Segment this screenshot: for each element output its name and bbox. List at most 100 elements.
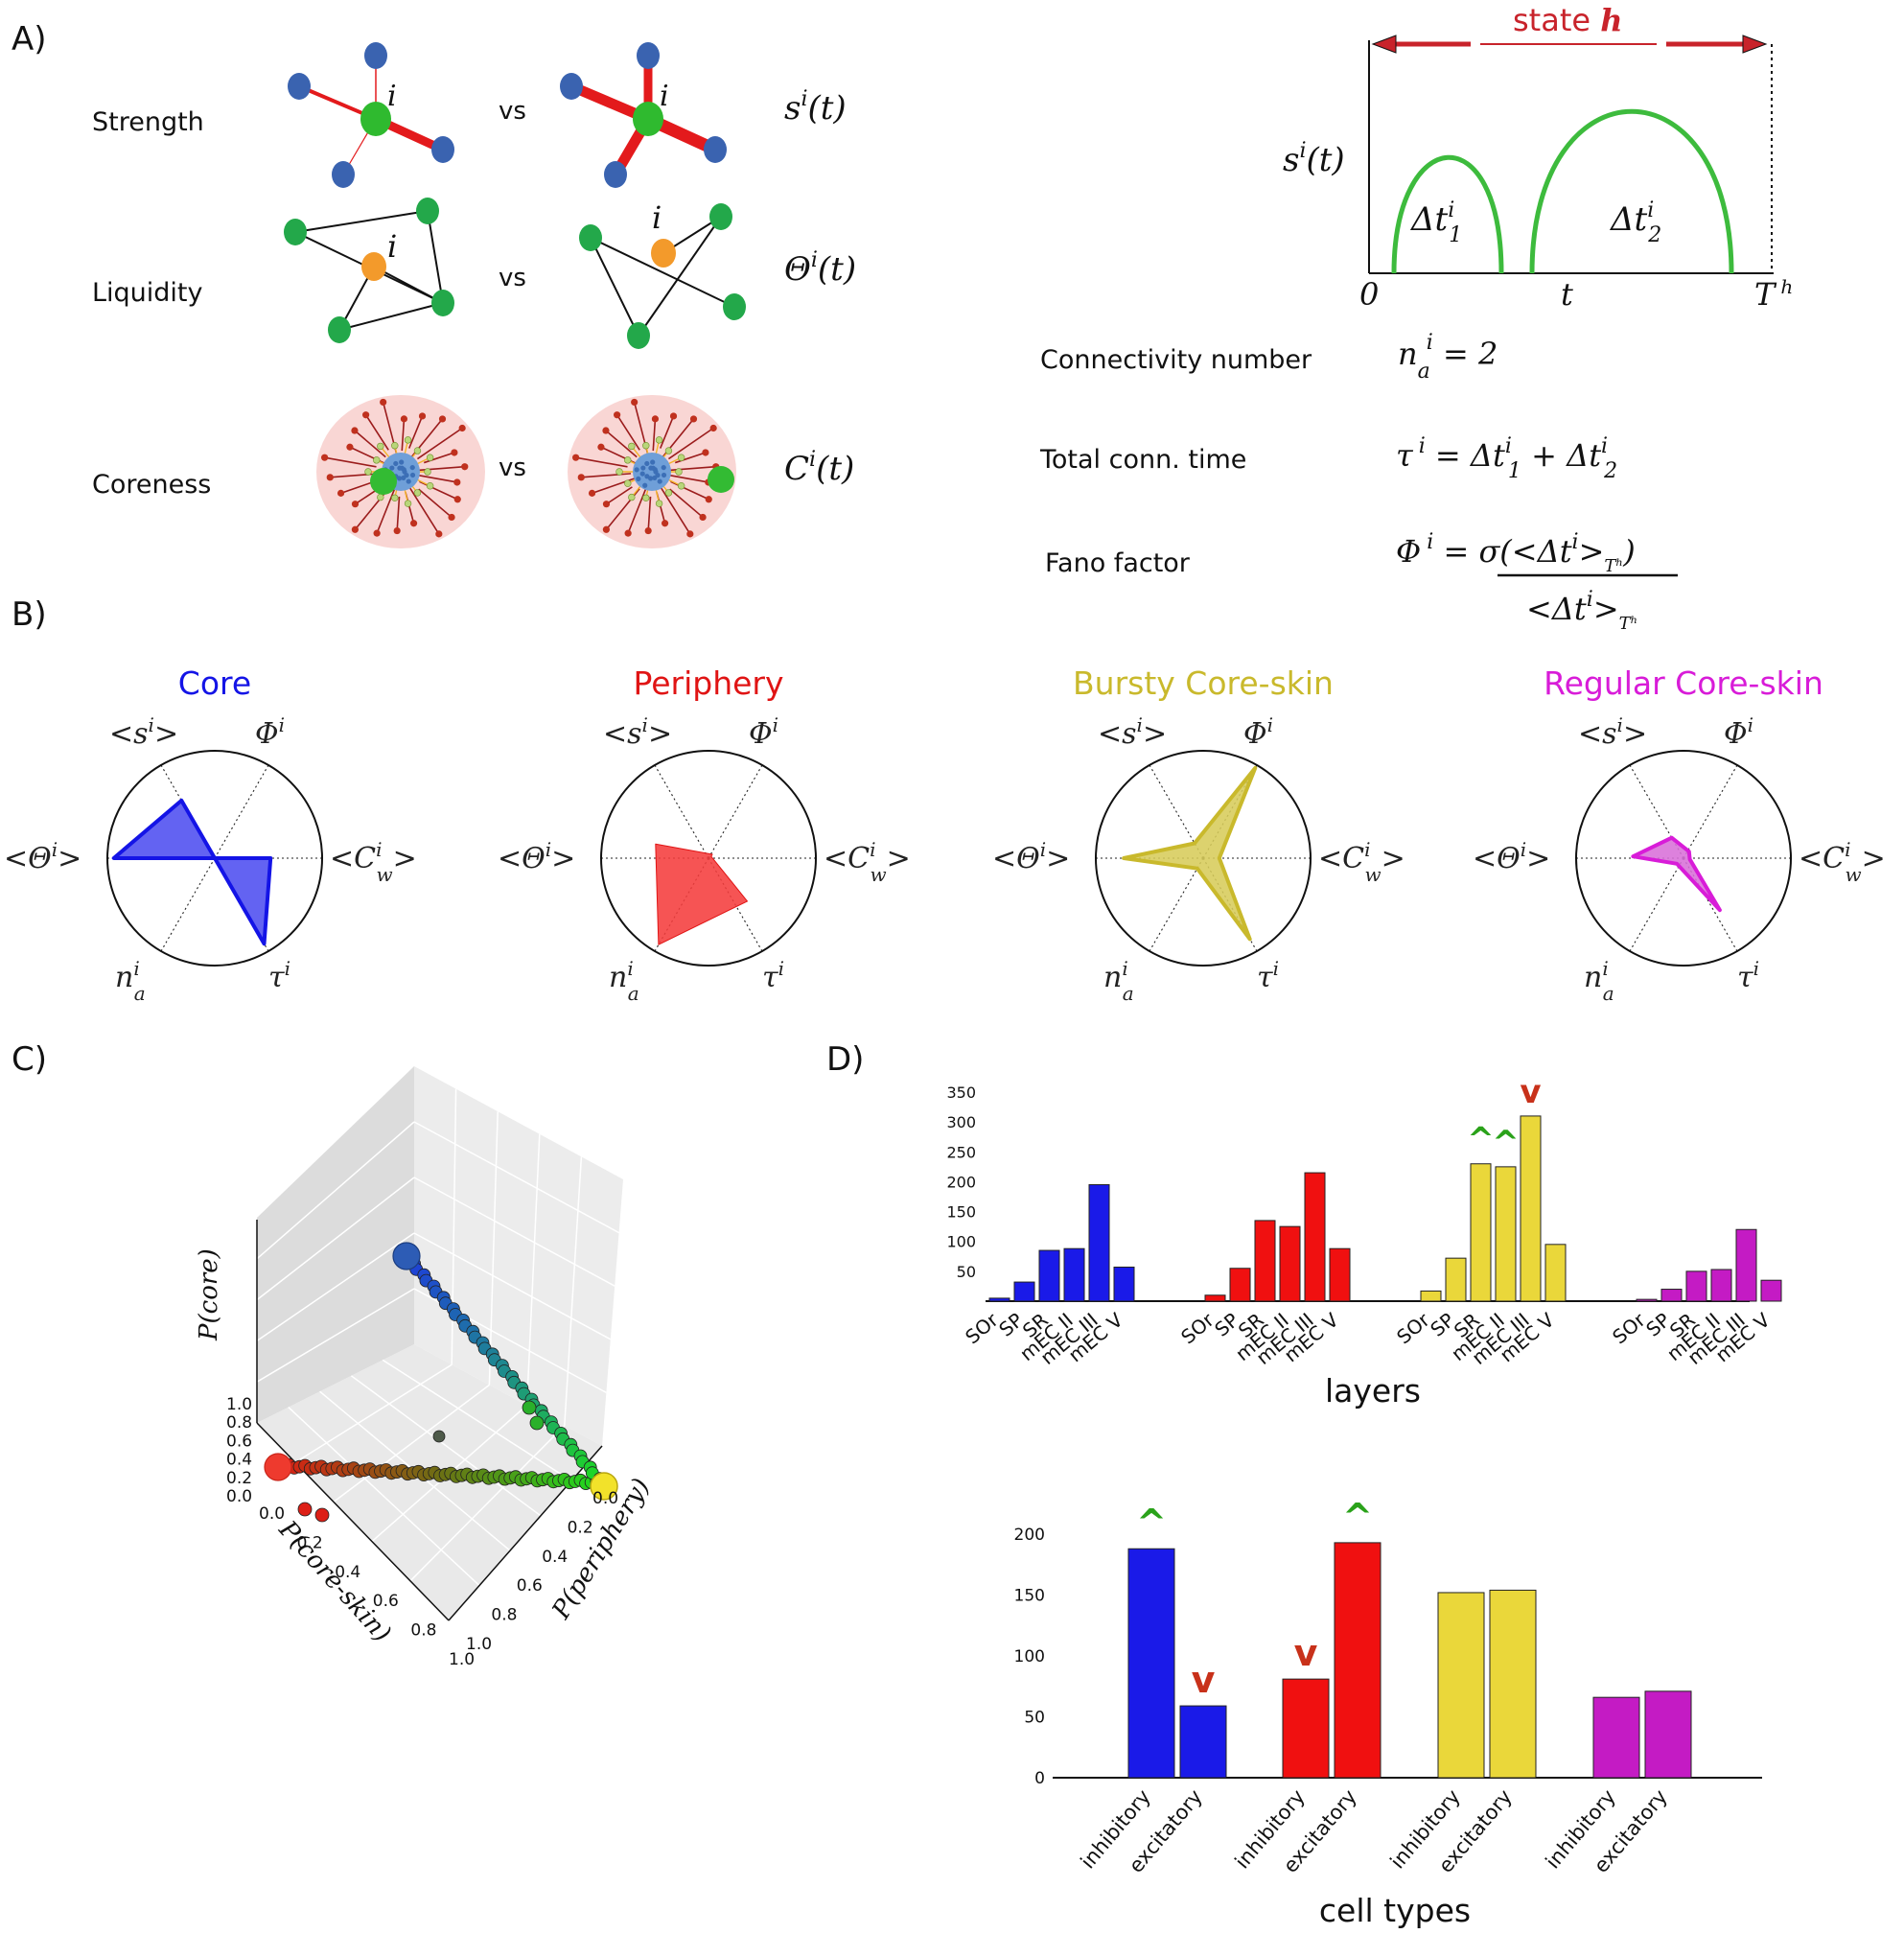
core-skin-node	[664, 447, 673, 454]
periphery-node	[588, 489, 596, 497]
y-tick-label: 0.4	[542, 1548, 568, 1567]
row-label-strength: Strength	[92, 107, 204, 137]
bar	[1544, 1244, 1567, 1302]
core-skin-node	[364, 468, 372, 476]
node-neighbor	[332, 161, 355, 188]
periphery-node	[351, 525, 359, 533]
radar-spoke	[654, 764, 709, 859]
periphery-node	[458, 424, 466, 432]
definition-connectivity-number: Connectivity number	[1040, 345, 1312, 375]
x-tick-label: 0.2	[297, 1533, 323, 1552]
radar-label-strength: <si>	[603, 713, 672, 751]
z-tick-label: 0.2	[226, 1469, 252, 1488]
node-neighbor	[431, 136, 454, 163]
coreness-edge	[376, 487, 396, 534]
node-i-label: i	[387, 80, 397, 113]
node-neighbor	[579, 224, 602, 251]
core-skin-node	[655, 500, 663, 507]
state-title: state h	[1513, 2, 1623, 38]
x-axis-label: cell types	[1319, 1892, 1471, 1929]
node-i	[633, 102, 663, 136]
core-skin-node	[404, 436, 412, 444]
periphery-node	[362, 411, 370, 419]
bar	[1489, 1589, 1537, 1779]
periphery-node	[351, 427, 359, 434]
strength-network-left: i	[288, 42, 454, 188]
grid-line	[564, 1156, 583, 1426]
periphery-node	[577, 474, 585, 481]
periphery-node	[602, 427, 610, 434]
coreness-edge	[417, 474, 457, 483]
core-node	[650, 459, 656, 465]
core-skin-node	[377, 493, 384, 501]
coreness-edge	[660, 486, 691, 535]
core-skin-node	[642, 494, 650, 501]
grid-line	[256, 1177, 415, 1301]
coreness-edge	[581, 473, 632, 478]
grid-line	[288, 1407, 480, 1587]
periphery-node	[461, 463, 469, 471]
core-node	[396, 476, 403, 481]
z-tick-label: 1.0	[226, 1395, 252, 1414]
grid-line	[294, 1363, 453, 1463]
core-node	[661, 464, 666, 471]
panel-c-3d-plot: 0.00.00.00.20.20.20.40.40.40.60.60.60.80…	[195, 1066, 656, 1669]
radar-label-tau: τi	[762, 957, 784, 994]
x-tick-label: 1.0	[449, 1650, 475, 1669]
node-i	[361, 252, 386, 281]
periphery-node	[380, 398, 387, 407]
core-skin-node	[677, 454, 685, 461]
panel-a-rows: Strength Liquidity Coreness vs vs vs si(…	[92, 87, 856, 500]
formula-connectivity-number: nai = 2	[1398, 331, 1498, 384]
panel-label-c: C)	[12, 1040, 47, 1079]
increase-marker: ^	[1342, 1496, 1373, 1538]
core-node	[648, 465, 654, 471]
y-tick-label: 1.0	[466, 1635, 492, 1654]
category-label: SOr	[1392, 1308, 1434, 1348]
bar	[1445, 1257, 1467, 1302]
periphery-node	[572, 454, 580, 461]
radar-spoke	[1683, 764, 1738, 859]
bar	[988, 1297, 1010, 1302]
grid-line	[488, 1111, 499, 1386]
increase-marker: ^	[1467, 1121, 1495, 1159]
core-skin-node	[426, 454, 434, 461]
node-i	[651, 239, 676, 268]
vs-label: vs	[499, 454, 526, 482]
y-tick-label: 0.2	[568, 1518, 593, 1537]
liquidity-symbol: Θi(t)	[784, 248, 856, 289]
radar-label-tau: τi	[1257, 957, 1279, 994]
periphery-node	[686, 530, 694, 538]
radar-spoke	[1149, 857, 1204, 952]
node-neighbor	[604, 161, 627, 188]
node-i	[370, 468, 397, 495]
periphery-node	[393, 526, 401, 535]
radar-label-fano: Φi	[255, 713, 285, 751]
radar-label-liquidity: <Θi>	[498, 838, 575, 875]
node-neighbor	[560, 73, 583, 100]
y-tick-label: 0.0	[592, 1489, 618, 1508]
vs-label: vs	[499, 97, 526, 126]
z-tick-label: 0.6	[226, 1432, 252, 1451]
coreness-network-right	[568, 395, 736, 548]
grid-line	[256, 1232, 415, 1342]
bar	[1660, 1289, 1683, 1302]
bar	[1088, 1184, 1110, 1302]
core-node	[389, 465, 395, 471]
vertex-core	[392, 1242, 421, 1270]
decrease-marker: v	[1520, 1073, 1541, 1111]
radar-label-strength: <si>	[1098, 713, 1167, 751]
z-tick-label: 0.8	[226, 1413, 252, 1433]
periphery-node	[702, 449, 709, 456]
core-node	[404, 473, 409, 478]
bar	[1760, 1279, 1782, 1302]
coreness-edge	[670, 480, 709, 501]
radar-label-tau: τi	[1737, 957, 1759, 994]
